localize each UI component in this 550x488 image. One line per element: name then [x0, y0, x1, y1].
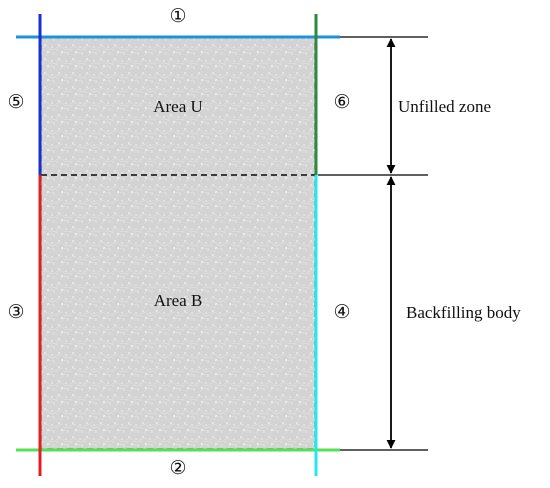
boundary-4-label: ④ [333, 302, 350, 323]
boundary-6-label: ⑥ [333, 92, 350, 113]
boundary-3-label: ③ [7, 302, 24, 323]
boundary-2-label: ② [169, 458, 186, 479]
backfilling-body-label: Backfilling body [406, 303, 521, 322]
boundary-5-label: ⑤ [7, 92, 24, 113]
area-u-label: Area U [153, 97, 203, 116]
unfilled-zone-label: Unfilled zone [398, 97, 491, 116]
boundary-1-label: ① [169, 6, 186, 27]
particle-domain [41, 37, 315, 449]
area-b-label: Area B [154, 291, 203, 310]
